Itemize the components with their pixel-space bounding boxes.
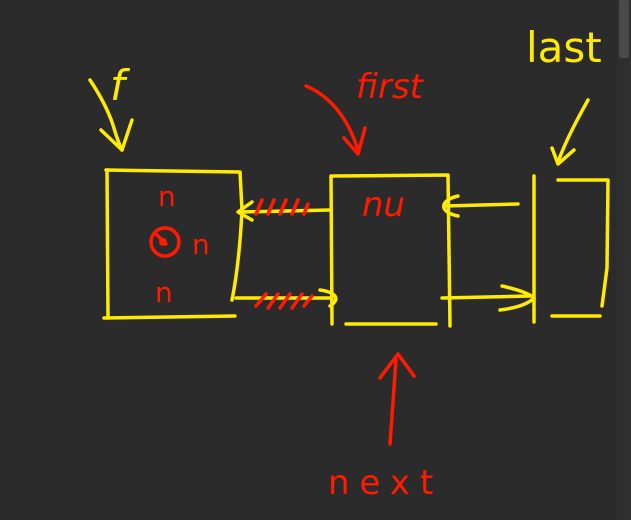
arrow-first-shaft xyxy=(304,84,360,152)
node-f-bottom xyxy=(102,314,237,320)
node-last-top-right xyxy=(556,178,610,308)
link-first-to-f-hatch xyxy=(254,198,310,216)
arrow-f-shaft xyxy=(88,78,124,152)
link-first-to-last xyxy=(440,294,532,300)
label-f: f xyxy=(110,61,131,110)
link-last-to-first-head xyxy=(442,194,460,218)
node-f-self-tick xyxy=(154,232,168,246)
label-first: first xyxy=(356,67,425,107)
label-last: last xyxy=(526,23,602,72)
node-first-left xyxy=(329,174,334,326)
arrow-first-head xyxy=(342,126,367,156)
node-f-self-circle xyxy=(149,226,181,258)
vertical-scrollbar[interactable] xyxy=(617,0,631,520)
node-f-middle-label: n xyxy=(192,228,210,261)
label-next: next xyxy=(328,463,443,503)
arrow-last-shaft xyxy=(556,98,590,164)
link-f-to-first-hatch xyxy=(254,292,314,310)
link-first-to-f xyxy=(238,208,332,214)
node-first-value: nu xyxy=(362,185,405,225)
link-first-to-f-head xyxy=(236,200,254,222)
node-first-top-right xyxy=(331,173,452,328)
arrow-next-head xyxy=(378,352,416,380)
arrow-last-head xyxy=(550,146,576,166)
arrow-f-head xyxy=(99,118,134,152)
arrow-next-shaft xyxy=(388,358,398,446)
link-last-to-first xyxy=(442,202,520,208)
scrollbar-thumb[interactable] xyxy=(619,0,629,58)
node-f-bottom-label: n xyxy=(155,276,173,309)
node-f-left xyxy=(105,168,110,320)
node-f-top-label: n xyxy=(158,180,176,213)
